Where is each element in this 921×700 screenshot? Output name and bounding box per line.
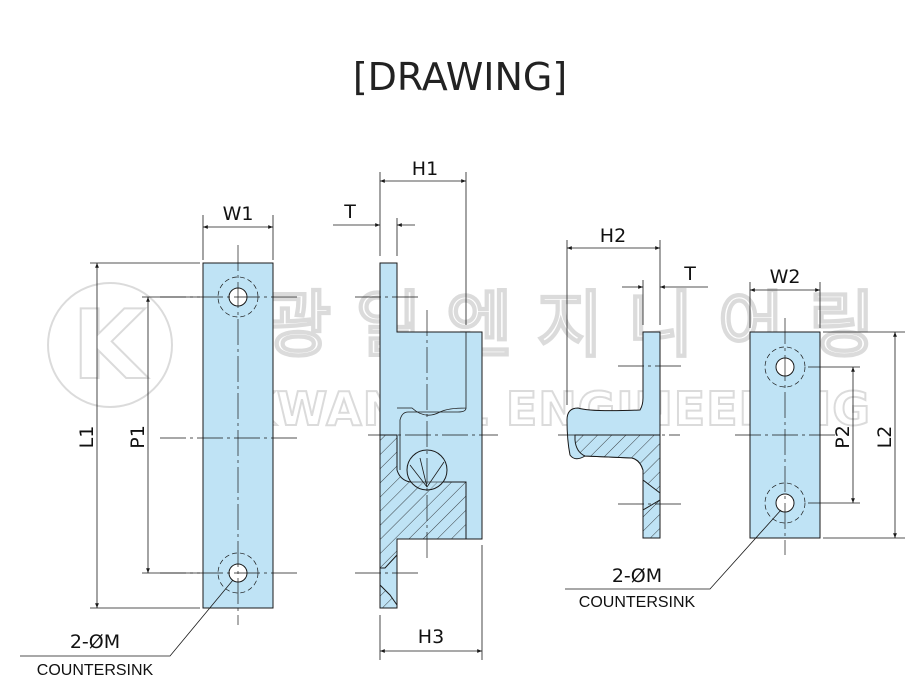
- front-view-right: W2 P2 L2 2-ØM COUNTERSINK: [565, 266, 905, 611]
- dim-h1: H1: [412, 158, 438, 180]
- watermark-logo-circle: [47, 282, 173, 408]
- dim-w1: W1: [223, 203, 254, 225]
- front-view-left: W1 L1 P1 2-ØM COUNTERSINK: [20, 203, 300, 679]
- leader-line: [565, 509, 782, 590]
- side-section-right: H2 T: [558, 225, 708, 539]
- hatched-section: [379, 434, 467, 569]
- note-countersink: COUNTERSINK: [579, 594, 696, 611]
- page-title: [DRAWING]: [353, 55, 567, 99]
- dim-h3: H3: [418, 626, 444, 648]
- dim-p2: P2: [832, 425, 854, 449]
- note-hole: 2-ØM: [70, 631, 120, 653]
- dim-t-right: T: [683, 263, 696, 285]
- dim-p1: P1: [127, 425, 149, 449]
- watermark-logo: K: [72, 291, 149, 401]
- hatched-section: [574, 434, 661, 495]
- note-hole: 2-ØM: [612, 565, 662, 587]
- dim-l2: L2: [874, 426, 896, 449]
- note-countersink: COUNTERSINK: [37, 662, 154, 679]
- dim-h2: H2: [600, 225, 626, 247]
- dim-t-middle: T: [343, 201, 356, 223]
- side-section-middle: H1 T H3: [333, 158, 498, 660]
- leader-line: [20, 579, 234, 657]
- dim-l1: L1: [76, 426, 98, 449]
- dim-w2: W2: [770, 266, 801, 288]
